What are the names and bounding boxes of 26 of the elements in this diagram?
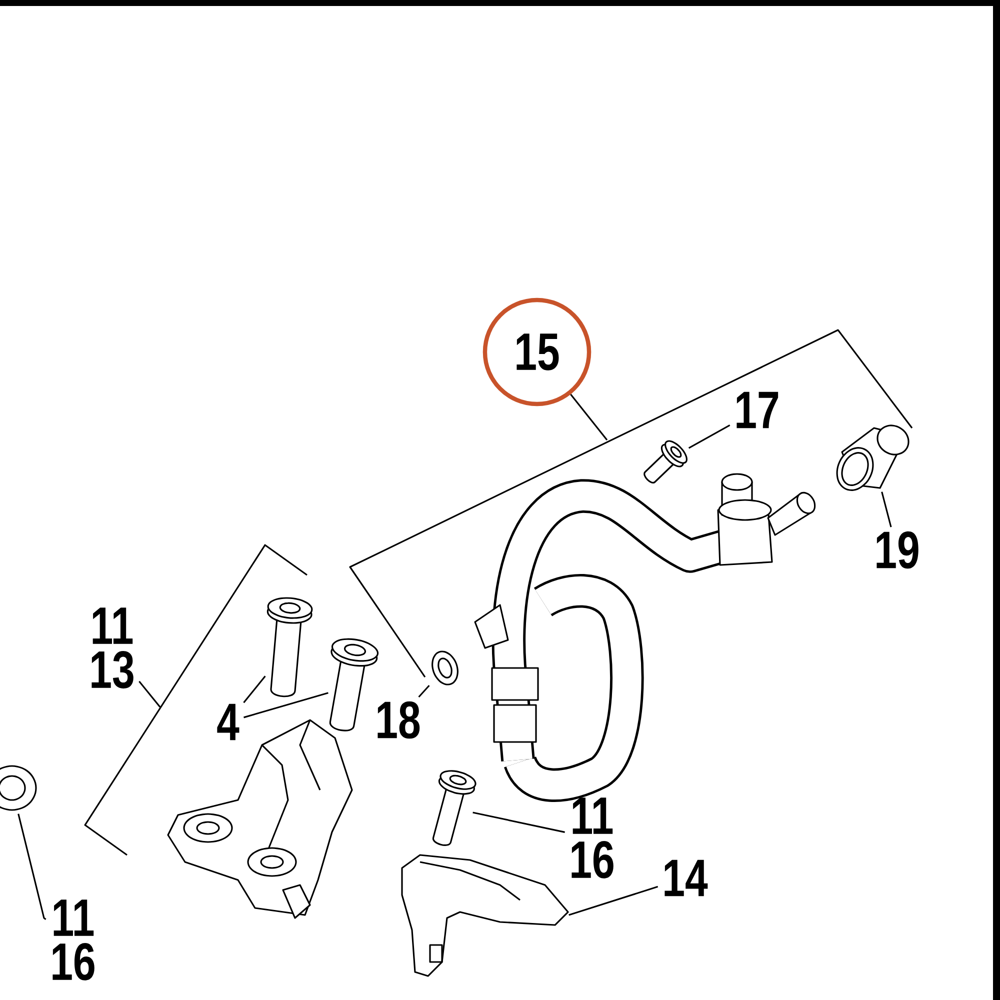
part-drawing [266, 597, 313, 698]
part-drawing [0, 765, 37, 811]
leader-line [568, 886, 658, 916]
callout-number: 4 [217, 704, 240, 740]
callout-number: 14 [664, 860, 708, 896]
leader-line [138, 680, 161, 708]
leader-line [570, 394, 608, 440]
leader-line [881, 492, 892, 528]
callout-number: 18 [378, 701, 420, 739]
callout-number: 11 16 [572, 798, 614, 878]
callout-number: 19 [876, 531, 918, 569]
part-drawing [432, 770, 476, 846]
callout-number: 11 16 [52, 900, 94, 980]
leader-line [472, 812, 565, 833]
leader-line [243, 676, 266, 704]
leader-line [244, 692, 328, 718]
part-drawing [329, 638, 379, 732]
part-drawing [644, 440, 688, 484]
callout-number: 11 13 [92, 608, 134, 688]
leader-line [18, 814, 46, 920]
part-drawing [432, 650, 458, 686]
callout-number: 17 [736, 392, 778, 428]
part-drawing [401, 854, 569, 977]
leader-line [418, 684, 430, 698]
leader-line [688, 424, 730, 449]
part-drawing [836, 424, 910, 491]
